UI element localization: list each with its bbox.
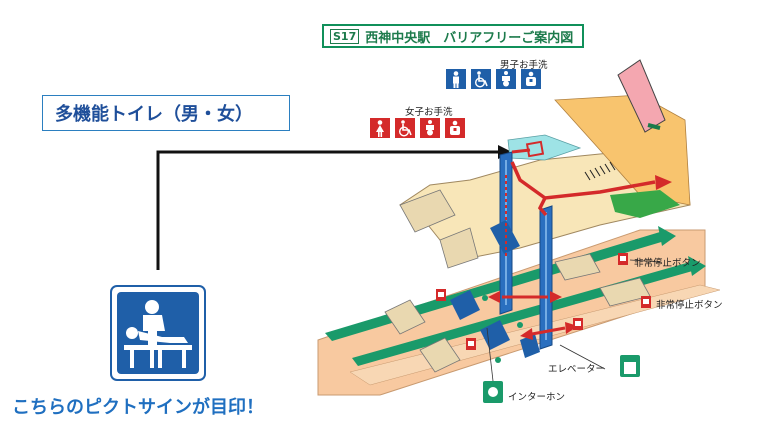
wheelchair-icon <box>395 118 415 138</box>
intercom-dot-3 <box>495 357 501 363</box>
route-to-elevator-right <box>537 197 548 217</box>
stair-concourse-2 <box>439 227 479 269</box>
escalator-4 <box>520 334 540 358</box>
intercom-label: インターホン <box>508 392 566 403</box>
ticket-area <box>610 190 680 218</box>
women-icon-row <box>370 118 465 138</box>
toilet-marker <box>525 140 545 158</box>
escalator-3 <box>480 320 510 350</box>
escalator-2 <box>450 290 480 320</box>
route-platform-1-arrow-r <box>550 291 562 303</box>
station-code: S17 <box>330 28 360 44</box>
stair-platform-3 <box>554 253 601 281</box>
page-title: 西神中央駅 バリアフリーご案内図 <box>365 30 574 46</box>
intercom-leader <box>486 327 494 382</box>
emergency-stop-markers <box>436 253 651 350</box>
men-restroom-label: 男子お手洗 <box>500 60 548 71</box>
station-title-box: S17 西神中央駅 バリアフリーご案内図 <box>322 24 584 48</box>
multifunction-toilet-pictogram-icon <box>110 285 206 381</box>
route-exit-arrowhead <box>655 175 672 190</box>
gate-hatch <box>584 161 616 181</box>
baby-care-icon <box>420 118 440 138</box>
stair-concourse-1 <box>399 189 456 233</box>
track-1-arrow <box>658 226 676 246</box>
ostomate-icon <box>445 118 465 138</box>
ostomate-icon <box>521 69 541 89</box>
stair-platform-2 <box>419 337 461 373</box>
woman-icon <box>370 118 390 138</box>
emergency-stop-label-2: 非常停止ボタン <box>656 300 723 311</box>
baby-care-icon <box>496 69 516 89</box>
elevator-label: エレベーター <box>548 364 606 375</box>
pictogram-caption: こちらのピクトサインが目印！ <box>12 397 264 418</box>
elevator-leader <box>559 344 606 370</box>
stop-leader-1 <box>629 259 661 263</box>
route-to-toilet <box>511 148 531 154</box>
toilet-label: 多機能トイレ（男・女） <box>42 95 290 131</box>
man-icon <box>446 69 466 89</box>
route-platform-2-arrow-l <box>520 328 533 340</box>
men-icon-row <box>446 69 541 89</box>
track-2-arrow <box>688 256 706 276</box>
route-platform-2 <box>531 326 566 336</box>
route-platform-1-arrow-l <box>488 291 500 303</box>
pointer-line <box>156 150 500 270</box>
toilet-zone <box>507 134 582 161</box>
intercom-dot-1 <box>482 295 488 301</box>
wheelchair-icon <box>471 69 491 89</box>
stair-platform-1 <box>384 299 426 335</box>
exit-escalator <box>617 59 666 133</box>
women-restroom-label: 女子お手洗 <box>405 107 453 118</box>
intercom-dot-2 <box>517 322 523 328</box>
emergency-stop-label-1: 非常停止ボタン <box>634 258 701 269</box>
